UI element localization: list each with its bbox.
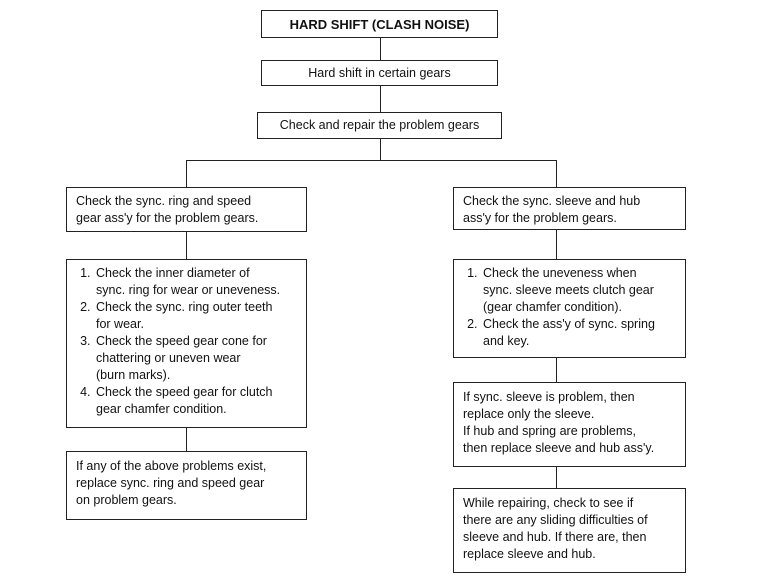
connector-action-branch [380, 139, 381, 160]
right-note-line: replace sleeve and hub. [463, 547, 596, 561]
title-box: HARD SHIFT (CLASH NOISE) [261, 10, 498, 38]
left-header-line: Check the sync. ring and speed [76, 194, 252, 208]
left-remedy-box: If any of the above problems exist, repl… [66, 451, 307, 520]
right-header-line: Check the sync. sleeve and hub [463, 194, 641, 208]
connector-branch-left [186, 160, 187, 187]
right-checks-box: Check the uneveness when sync. sleeve me… [453, 259, 686, 358]
right-note-box: While repairing, check to see if there a… [453, 488, 686, 573]
left-check-item: Check the inner diameter of sync. ring f… [94, 265, 297, 299]
connector-left-header-checks [186, 232, 187, 259]
right-header-line: ass'y for the problem gears. [463, 211, 617, 225]
connector-branch-right [556, 160, 557, 187]
left-checks-box: Check the inner diameter of sync. ring f… [66, 259, 307, 428]
connector-title-symptom [380, 38, 381, 60]
right-remedy-box: If sync. sleeve is problem, then replace… [453, 382, 686, 467]
right-check-item: Check the ass'y of sync. spring and key. [481, 316, 676, 350]
left-header-box: Check the sync. ring and speed gear ass'… [66, 187, 307, 232]
right-remedy-line: If hub and spring are problems, [463, 424, 637, 438]
left-check-item: Check the sync. ring outer teeth for wea… [94, 299, 297, 333]
left-checks-list: Check the inner diameter of sync. ring f… [76, 265, 297, 418]
right-check-item: Check the uneveness when sync. sleeve me… [481, 265, 676, 316]
left-header-line: gear ass'y for the problem gears. [76, 211, 259, 225]
connector-right-checks-remedy [556, 358, 557, 382]
connector-right-remedy-note [556, 467, 557, 488]
right-remedy-line: If sync. sleeve is problem, then [463, 390, 635, 404]
left-remedy-line: If any of the above problems exist, [76, 459, 267, 473]
action-box: Check and repair the problem gears [257, 112, 502, 139]
symptom-text: Hard shift in certain gears [308, 65, 451, 80]
title-text: HARD SHIFT (CLASH NOISE) [289, 16, 470, 32]
right-remedy-line: replace only the sleeve. [463, 407, 595, 421]
symptom-box: Hard shift in certain gears [261, 60, 498, 86]
action-text: Check and repair the problem gears [279, 118, 480, 132]
right-note-line: sleeve and hub. If there are, then [463, 530, 647, 544]
connector-right-header-checks [556, 230, 557, 259]
right-header-box: Check the sync. sleeve and hub ass'y for… [453, 187, 686, 230]
right-checks-list: Check the uneveness when sync. sleeve me… [463, 265, 676, 350]
right-remedy-line: then replace sleeve and hub ass'y. [463, 441, 655, 455]
left-check-item: Check the speed gear for clutch gear cha… [94, 384, 297, 418]
left-remedy-line: replace sync. ring and speed gear [76, 476, 265, 490]
connector-symptom-action [380, 86, 381, 112]
connector-branch-horizontal [186, 160, 556, 161]
right-note-line: there are any sliding difficulties of [463, 513, 648, 527]
left-remedy-line: on problem gears. [76, 493, 177, 507]
right-note-line: While repairing, check to see if [463, 496, 634, 510]
connector-left-checks-remedy [186, 428, 187, 451]
left-check-item: Check the speed gear cone for chattering… [94, 333, 297, 384]
